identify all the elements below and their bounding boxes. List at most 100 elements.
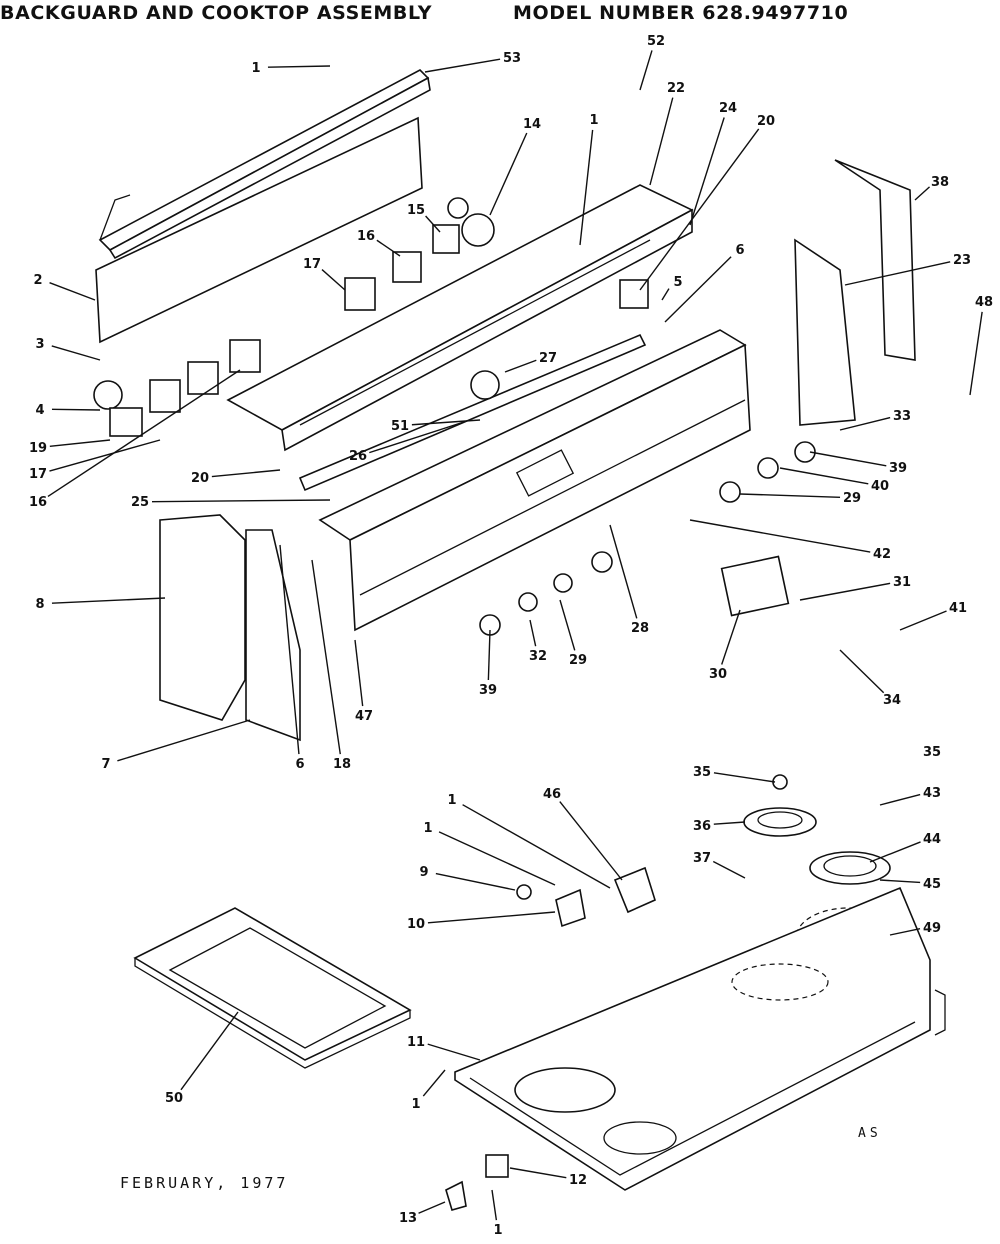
leader-line-c9 [435,872,516,891]
leader-line-c33 [839,416,891,431]
leader-line-c1e [422,1069,446,1097]
leader-line-c20a [639,128,760,291]
callout-c29b: 29 [569,653,587,668]
callout-c27: 27 [539,351,557,366]
leader-line-c28 [609,524,638,619]
side-bracket-right [794,159,916,426]
callout-c47: 47 [355,709,373,724]
callout-c46: 46 [543,787,561,802]
callout-c12: 12 [569,1173,587,1188]
leader-line-c8 [51,597,166,604]
callout-c35b: 35 [693,765,711,780]
control-knobs [479,441,816,636]
leader-line-c14 [489,132,528,216]
callout-c23: 23 [953,253,971,268]
callout-c4: 4 [35,403,44,418]
callout-c31: 31 [893,575,911,590]
leader-line-c36 [713,821,746,825]
callout-c2: 2 [33,273,42,288]
callout-c17b: 17 [29,467,47,482]
leader-line-c23 [844,261,951,286]
callout-c33: 33 [893,409,911,424]
leader-line-c5 [661,288,670,301]
leader-line-c12 [509,1167,567,1179]
callout-c49: 49 [923,921,941,936]
leader-line-c27 [504,359,537,373]
leader-line-c53 [424,58,501,73]
callout-c26: 26 [349,449,367,464]
leader-line-c22 [649,97,674,186]
callout-c43: 43 [923,786,941,801]
leader-line-c1f [491,1189,498,1221]
callout-c51: 51 [391,419,409,434]
leader-line-c44 [869,841,921,863]
leader-line-c39a [809,451,887,467]
leader-line-c45 [879,879,921,884]
leader-line-c42 [689,519,871,553]
leader-line-c6b [279,544,300,755]
leader-line-c17b [49,439,161,472]
callout-c48: 48 [975,295,993,310]
leader-line-c18 [311,559,341,755]
callout-c35a: 35 [923,745,941,760]
callout-c5: 5 [673,275,682,290]
callout-c42: 42 [873,547,891,562]
callout-c32: 32 [529,649,547,664]
leader-line-c40 [779,467,869,485]
leader-line-c43 [879,793,921,806]
leader-line-c17a [321,269,346,291]
leader-line-c35b [713,772,776,783]
callout-c16a: 16 [357,229,375,244]
callout-c6a: 6 [735,243,744,258]
leader-line-c37 [712,860,746,879]
callout-c52: 52 [647,34,665,49]
leader-line-c29a [739,493,841,498]
callout-c13: 13 [399,1211,417,1226]
drafter-initials: AS [858,1126,882,1141]
callout-c3: 3 [35,337,44,352]
leader-line-c34 [839,649,885,694]
callout-c6b: 6 [295,757,304,772]
callout-c28: 28 [631,621,649,636]
callout-c37: 37 [693,851,711,866]
callout-c7: 7 [101,757,110,772]
callout-c41: 41 [949,601,967,616]
control-switches [93,197,649,437]
callout-c1e: 1 [411,1097,420,1112]
callout-c39a: 39 [889,461,907,476]
callout-c10: 10 [407,917,425,932]
callout-c34: 34 [883,693,901,708]
callout-c14: 14 [523,117,541,132]
callout-c25: 25 [131,495,149,510]
hinge [445,1154,509,1211]
leader-line-c1b [579,129,594,246]
callout-c29a: 29 [843,491,861,506]
leader-line-c3 [51,345,101,361]
leader-line-c39b [487,629,491,681]
callout-c16b: 16 [29,495,47,510]
drip-tray [133,907,412,1069]
callout-c22: 22 [667,81,685,96]
callout-c40: 40 [871,479,889,494]
callout-c24: 24 [719,101,737,116]
callout-c19: 19 [29,441,47,456]
leader-line-c32 [529,619,537,647]
callout-c53: 53 [503,51,521,66]
leader-line-c20b [211,469,281,478]
leader-line-c46 [559,801,623,881]
callout-c17a: 17 [303,257,321,272]
diagram-title: BACKGUARD AND COOKTOP ASSEMBLY [0,2,433,24]
backguard-panel [95,116,423,344]
leader-line-c1c [462,804,611,889]
callout-c1c: 1 [447,793,456,808]
backguard-trim [98,69,431,260]
leader-line-c6a [664,256,732,323]
leader-line-c1d [438,831,556,886]
callout-c9: 9 [419,865,428,880]
leader-line-c52 [639,50,653,91]
leader-line-c48 [969,311,983,396]
side-panel-bracket [245,529,301,742]
